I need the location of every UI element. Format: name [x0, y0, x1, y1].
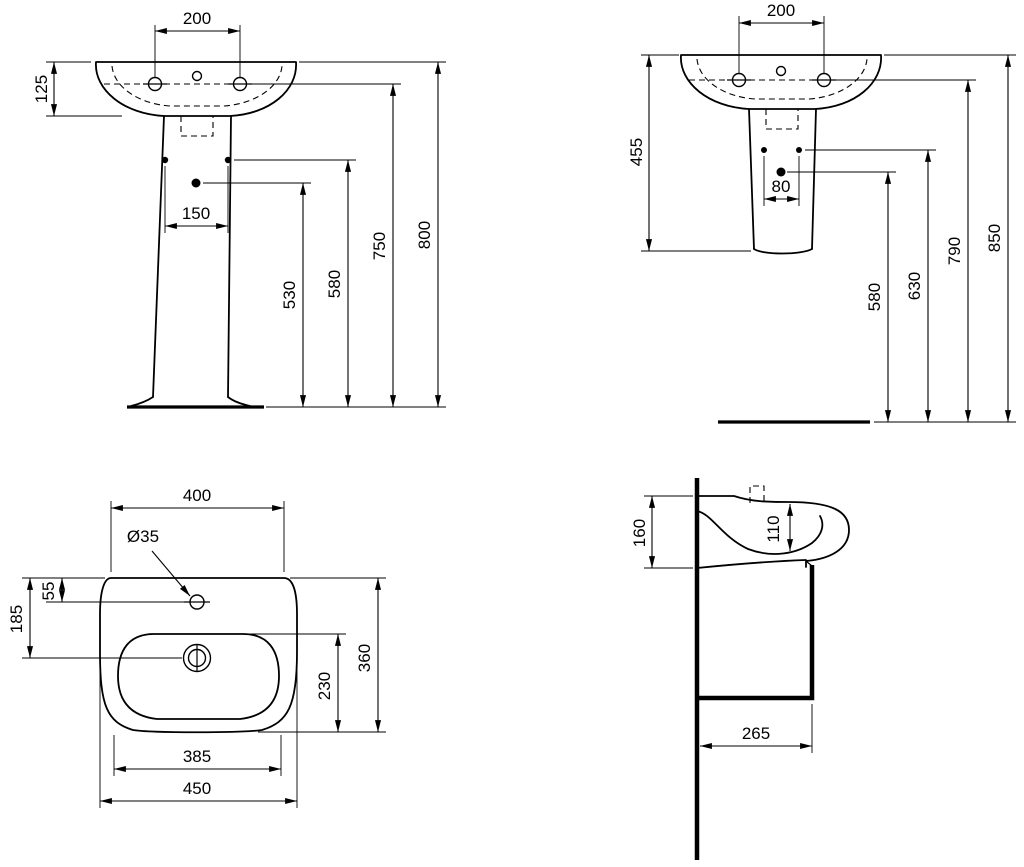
- dim-label-fixing-spacing: 150: [182, 204, 210, 223]
- view-side-section: 110 160 265: [630, 478, 850, 860]
- pedestal-right-edge: [227, 115, 232, 398]
- bowl-section-line: [696, 510, 824, 555]
- pedestal-joint-hidden-line: [180, 116, 214, 137]
- fixing-hole-right: [796, 147, 802, 153]
- tap-hole-leader-line: [151, 550, 191, 597]
- dim-label-tap-hole-offset: 55: [39, 582, 58, 601]
- semi-pedestal-left-edge: [748, 108, 755, 250]
- dim-label-back-width: 400: [183, 486, 211, 505]
- bracket-hole-center: [191, 178, 201, 188]
- dim-label-projection: 265: [742, 724, 770, 743]
- dim-label-depth: 360: [355, 644, 374, 672]
- dim-label-rim-height: 800: [415, 221, 434, 249]
- dim-label-front-width: 385: [183, 747, 211, 766]
- bracket-hole-center: [776, 167, 786, 177]
- pedestal-joint-hidden-line: [765, 109, 799, 130]
- dim-label-deck-height: 790: [945, 237, 964, 265]
- dim-label-fixing-spacing: 80: [772, 177, 791, 196]
- dim-label-tap-spacing: 200: [183, 9, 211, 28]
- dim-label-tap-hole-diameter: Ø35: [127, 527, 159, 546]
- dim-label-basin-back-height: 160: [630, 519, 649, 547]
- semi-pedestal-bottom-edge: [753, 248, 813, 255]
- basin-bowl-hidden-line: [696, 58, 868, 100]
- semi-pedestal-right-edge: [811, 108, 817, 250]
- dim-label-bracket-height: 530: [280, 281, 299, 309]
- dim-label-rim-height: 850: [985, 224, 1004, 252]
- view-front-full-pedestal: 200 125 150 530 580 750 800: [32, 9, 446, 409]
- view-front-semi-pedestal: 200 455 80 580 630 790 850: [627, 1, 1016, 424]
- pedestal-left-edge: [152, 115, 165, 398]
- tap-hole-hidden-line: [749, 485, 765, 503]
- basin-outline: [95, 61, 297, 117]
- bowl-plan-outline: [117, 633, 280, 720]
- view-plan: 400 Ø35 55 185 230 360 385 450: [7, 486, 386, 808]
- overflow-hole: [191, 70, 203, 82]
- dim-label-basin-height: 125: [32, 75, 51, 103]
- basin-outline: [680, 54, 882, 110]
- dim-label-bowl-length: 230: [315, 672, 334, 700]
- dim-label-bowl-depth: 110: [764, 515, 783, 542]
- dim-label-tap-spacing: 200: [767, 1, 795, 20]
- dim-label-deck-height: 750: [370, 232, 389, 260]
- basin-profile-outline: [696, 495, 850, 568]
- dim-label-semi-pedestal-height: 455: [627, 138, 646, 166]
- dim-label-bracket-height: 580: [865, 283, 884, 311]
- basin-bowl-hidden-line: [111, 65, 283, 107]
- fixing-hole-left: [161, 156, 169, 164]
- pedestal-base-flare-right: [227, 396, 251, 407]
- semi-pedestal-section-profile: [699, 565, 815, 701]
- dim-label-fixing-height: 630: [905, 272, 924, 300]
- basin-underside-line: [696, 559, 807, 569]
- pedestal-base-flare-left: [130, 396, 154, 407]
- overflow-hole: [775, 65, 787, 77]
- dim-label-width: 450: [183, 779, 211, 798]
- basin-plan-outline: [99, 577, 298, 734]
- fixing-hole-right: [224, 156, 232, 164]
- fixing-hole-left: [761, 147, 767, 153]
- dim-label-fixing-height: 580: [325, 270, 344, 298]
- dim-label-drain-offset: 185: [7, 605, 26, 633]
